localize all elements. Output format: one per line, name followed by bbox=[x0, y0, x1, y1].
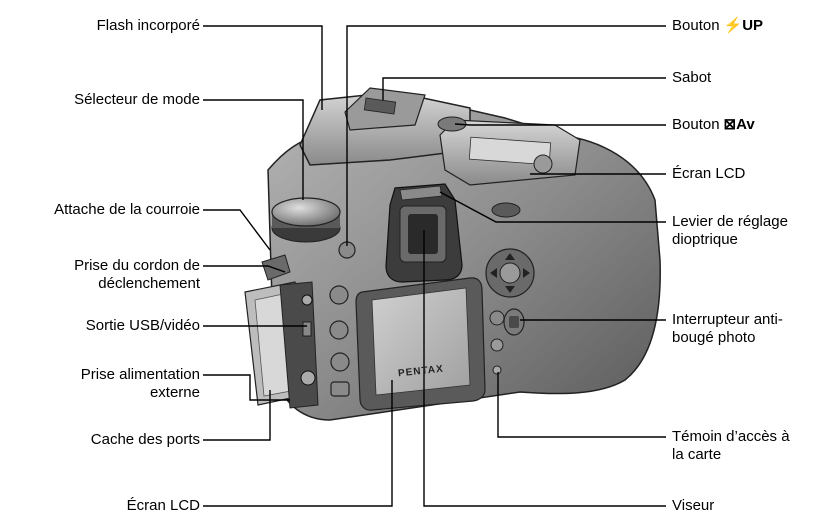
label-power: Prise alimentation externe bbox=[81, 366, 200, 402]
label-shake-line2: bougé photo bbox=[672, 329, 756, 346]
label-hotshoe: Sabot bbox=[672, 69, 712, 86]
label-flash: Flash incorporé bbox=[96, 17, 200, 34]
label-power-line1: Prise alimentation bbox=[80, 366, 200, 383]
label-lcd-top: Écran LCD bbox=[672, 165, 746, 182]
av-symbol: ⊠Av bbox=[723, 116, 755, 133]
flash-up-symbol: ⚡UP bbox=[723, 17, 764, 34]
label-shake-line1: Interrupteur anti- bbox=[672, 311, 783, 328]
label-shake-reduction: Interrupteur anti- bougé photo bbox=[672, 311, 783, 347]
label-diopter: Levier de réglage dioptrique bbox=[672, 213, 788, 249]
label-lcd-bottom: Écran LCD bbox=[126, 497, 200, 514]
label-diopter-line1: Levier de réglage bbox=[672, 213, 788, 230]
label-diopter-line2: dioptrique bbox=[672, 231, 738, 248]
label-card-line2: la carte bbox=[672, 446, 722, 463]
label-usb: Sortie USB/vidéo bbox=[85, 317, 200, 334]
label-power-line2: externe bbox=[149, 384, 200, 401]
label-cable-line2: déclenchement bbox=[98, 275, 200, 292]
label-port-cover: Cache des ports bbox=[90, 431, 200, 448]
label-cable-release: Prise du cordon de déclenchement bbox=[74, 257, 200, 293]
label-strap: Attache de la courroie bbox=[54, 201, 200, 218]
label-card-lamp: Témoin d’accès à la carte bbox=[672, 428, 790, 464]
label-up-button: Bouton⚡UP bbox=[672, 17, 763, 35]
label-card-line1: Témoin d’accès à bbox=[672, 428, 790, 445]
label-av-text: Bouton bbox=[672, 116, 720, 133]
label-viewfinder: Viseur bbox=[672, 497, 715, 514]
label-cable-line1: Prise du cordon de bbox=[74, 257, 200, 274]
label-av-button: Bouton⊠Av bbox=[672, 116, 755, 134]
label-up-text: Bouton bbox=[672, 17, 720, 34]
label-mode-dial: Sélecteur de mode bbox=[74, 91, 200, 108]
